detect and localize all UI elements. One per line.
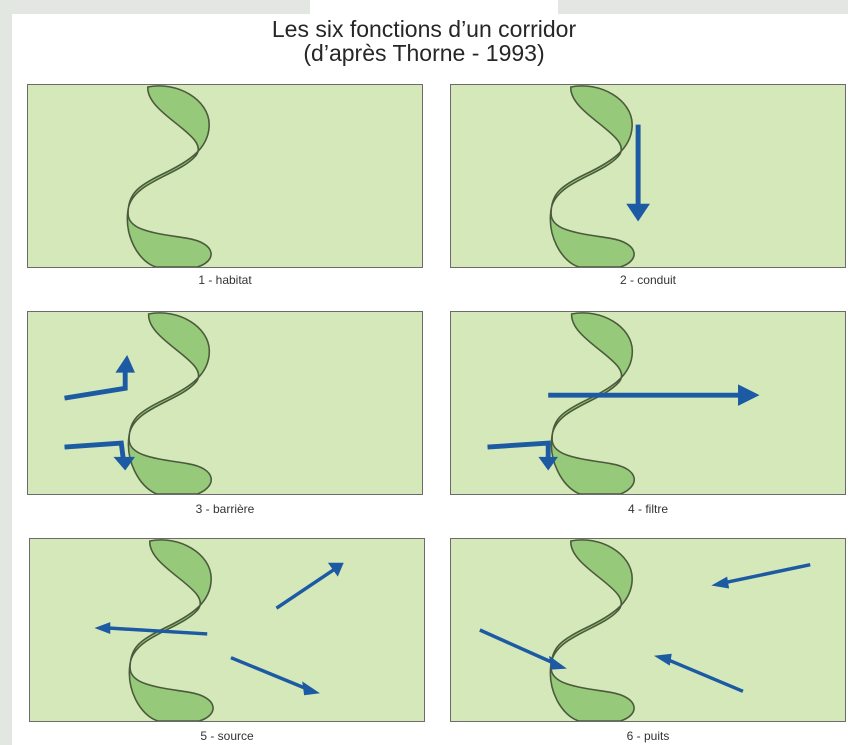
corridor-diagram-source [30,539,424,721]
arrow-in-right-icon [711,565,810,589]
corridor-shape [550,540,634,721]
caption-source: 5 - source [29,729,425,743]
arrow-up-right-icon [276,563,343,609]
arrow-left-icon [94,622,207,634]
panel-filtre [450,311,846,495]
arrow-bounce-down-icon [65,443,135,470]
corridor-diagram-puits [451,539,845,721]
arrow-down-right-icon [231,658,320,696]
caption-conduit: 2 - conduit [450,273,846,287]
arrow-bounce-up-icon [65,355,135,398]
corridor-shape [551,313,634,494]
panel-conduit [450,84,846,268]
figure-title: Les six fonctions d’un corridor [0,16,848,42]
panel-barriere [27,311,423,495]
corridor-diagram-filtre [451,312,845,494]
arrow-bounce-down-icon [488,443,558,470]
arrow-in-bottom-icon [654,654,743,692]
panel-source [29,538,425,722]
caption-puits: 6 - puits [450,729,846,743]
corridor-diagram-conduit [451,85,845,267]
caption-habitat: 1 - habitat [27,273,423,287]
caption-barriere: 3 - barrière [27,502,423,516]
figure-subtitle: (d’après Thorne - 1993) [0,40,848,66]
corridor-diagram-barriere [28,312,422,494]
corridor-diagram-habitat [28,85,422,267]
corridor-shape [128,313,211,494]
panel-puits [450,538,846,722]
panel-habitat [27,84,423,268]
corridor-shape [550,86,634,267]
caption-filtre: 4 - filtre [450,502,846,516]
corridor-shape [127,86,211,267]
arrow-in-left-icon [480,630,567,670]
